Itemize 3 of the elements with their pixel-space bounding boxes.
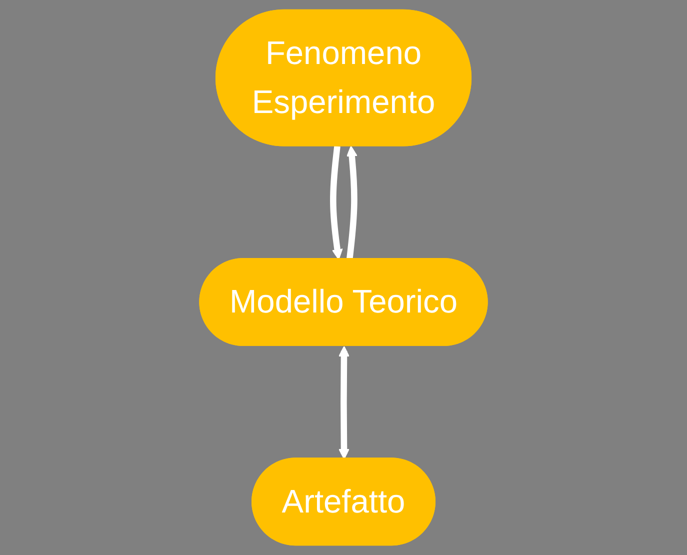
arrow: [330, 146, 343, 260]
arrow: [338, 346, 350, 460]
arrow: [346, 146, 358, 260]
